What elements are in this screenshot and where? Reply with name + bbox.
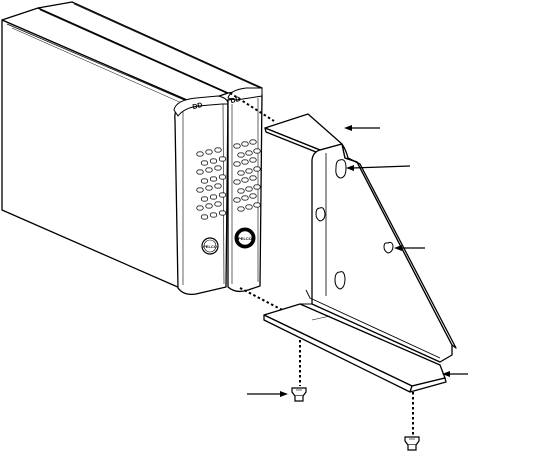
vent-hole (238, 153, 244, 157)
vent-hole (201, 161, 207, 165)
callout-top-flange (344, 125, 380, 131)
vent-hole (219, 175, 225, 179)
vent-hole (219, 193, 225, 197)
brand-logo-inner: PELCO (235, 228, 255, 248)
vent-hole (242, 160, 248, 164)
vent-hole (201, 179, 207, 183)
vent-hole (215, 148, 221, 152)
vent-hole (246, 169, 252, 173)
vent-hole (254, 149, 260, 153)
vent-hole (254, 167, 260, 171)
screw-left (292, 388, 306, 401)
vent-hole (210, 213, 216, 217)
svg-text:PELCO: PELCO (203, 244, 217, 249)
vent-hole (246, 205, 252, 209)
vent-hole (206, 204, 212, 208)
vent-hole (197, 188, 203, 192)
vent-hole (201, 215, 207, 219)
svg-text:PELCO: PELCO (238, 236, 252, 241)
mounting-bracket (264, 114, 456, 392)
vent-hole (234, 162, 240, 166)
vent-hole (250, 140, 256, 144)
vent-hole (250, 176, 256, 180)
vent-hole (206, 150, 212, 154)
vent-hole (215, 202, 221, 206)
vent-hole (246, 187, 252, 191)
vent-hole (215, 184, 221, 188)
vent-hole (206, 186, 212, 190)
vent-hole (219, 157, 225, 161)
vent-hole (254, 203, 260, 207)
vent-hole (238, 189, 244, 193)
vent-hole (210, 177, 216, 181)
brand-logo-outer: PELCO (202, 238, 218, 254)
vent-hole (219, 211, 225, 215)
vent-hole (197, 170, 203, 174)
vent-hole (242, 196, 248, 200)
vent-hole (201, 197, 207, 201)
video-unit-outer (2, 8, 228, 294)
vent-hole (246, 151, 252, 155)
callout-bottom-flange (442, 371, 468, 377)
vent-hole (234, 180, 240, 184)
vent-hole (234, 198, 240, 202)
vent-hole (234, 144, 240, 148)
callout-left-screw (247, 391, 288, 397)
vent-hole (254, 185, 260, 189)
vent-hole (250, 194, 256, 198)
vent-hole (250, 158, 256, 162)
vent-hole (238, 171, 244, 175)
vent-hole (197, 206, 203, 210)
vent-hole (242, 178, 248, 182)
vent-hole (197, 152, 203, 156)
vent-hole (206, 168, 212, 172)
vent-hole (210, 159, 216, 163)
vent-hole (210, 195, 216, 199)
vent-hole (238, 207, 244, 211)
vent-hole (242, 142, 248, 146)
screw-right (405, 437, 419, 450)
vent-hole (215, 166, 221, 170)
